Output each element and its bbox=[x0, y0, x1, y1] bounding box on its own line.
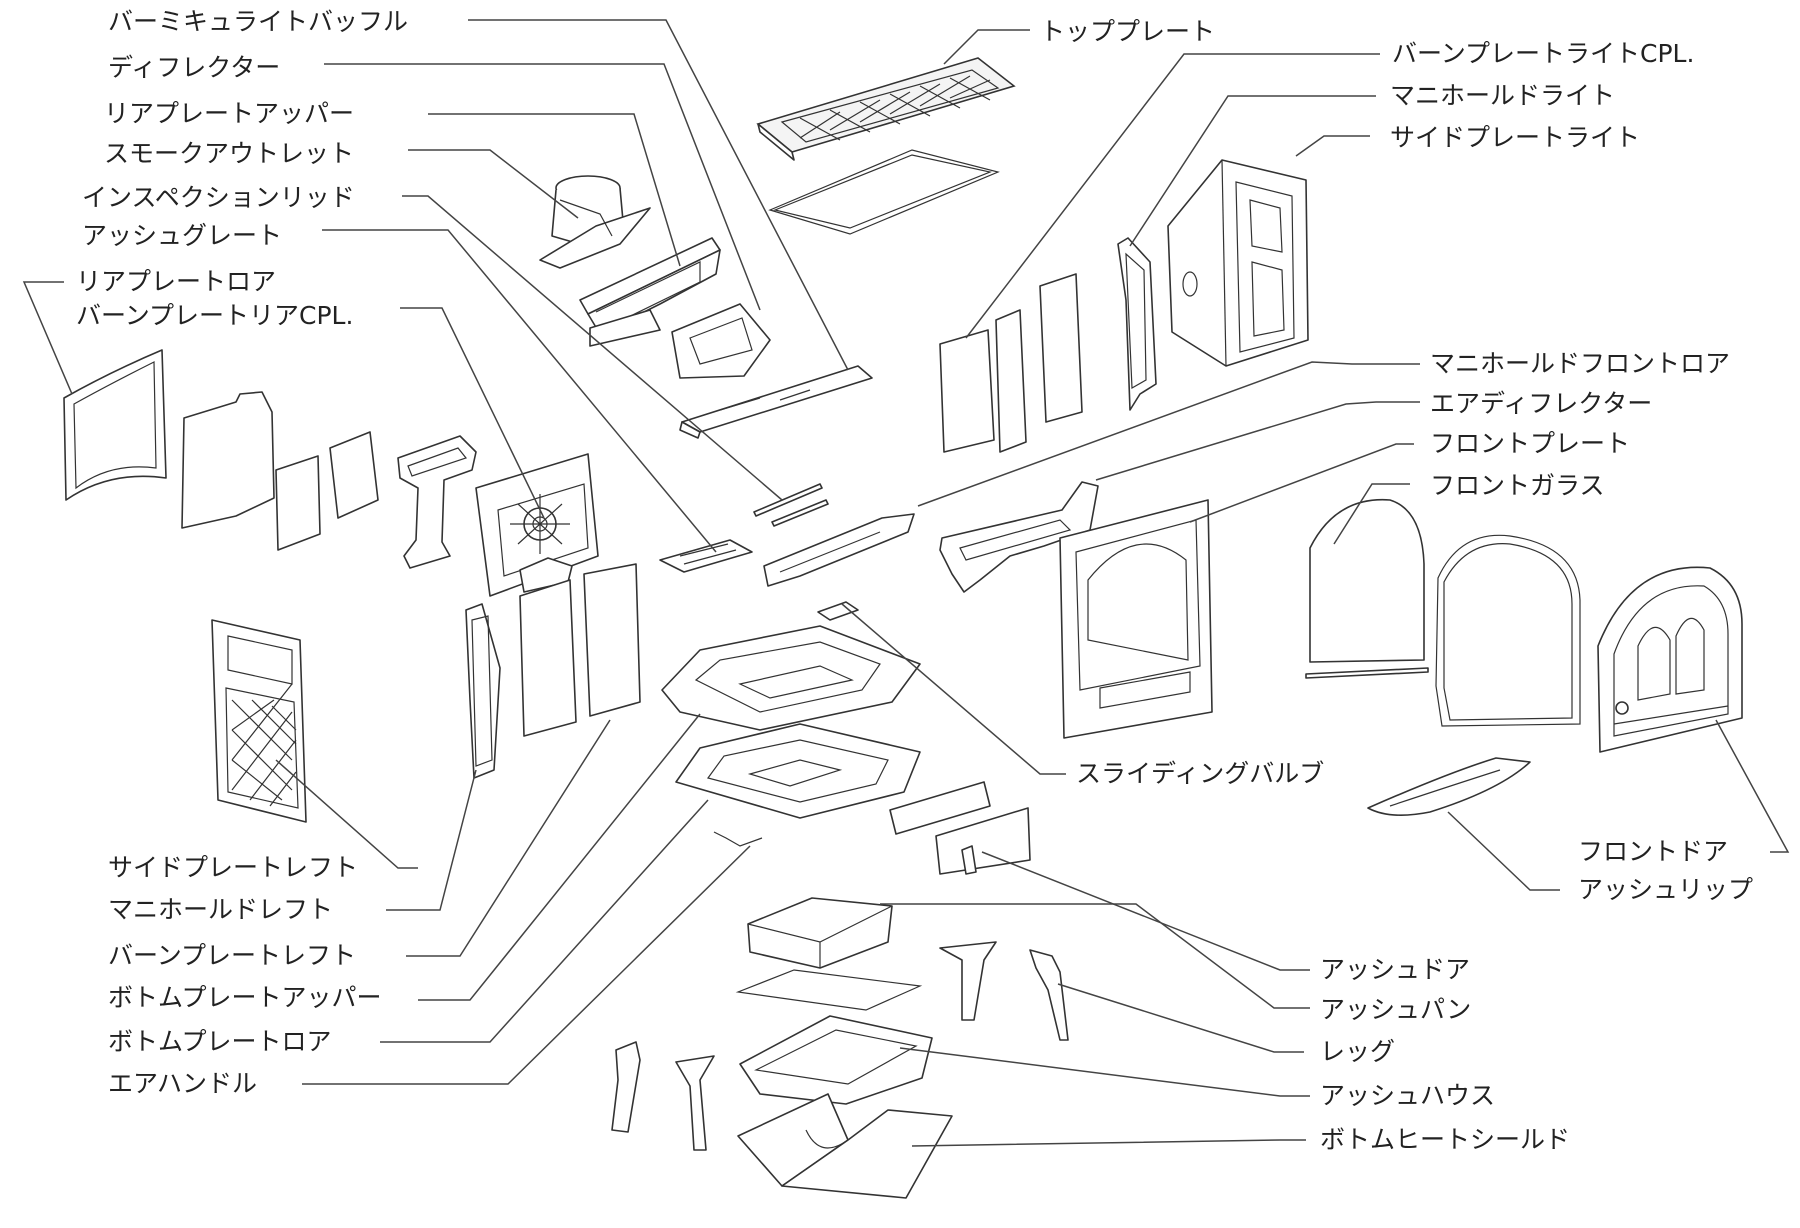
label-bottom-heat-shield: ボトムヒートシールド bbox=[1320, 1125, 1570, 1154]
label-manifold-left: マニホールドレフト bbox=[108, 895, 333, 924]
label-burn-plate-rear-cpl: バーンプレートリアCPL. bbox=[76, 301, 353, 330]
ash-pan-part bbox=[747, 897, 893, 969]
ash-pan-gasket-part bbox=[735, 969, 923, 1011]
side-plate-left-part bbox=[211, 619, 307, 823]
leader-lines bbox=[22, 19, 1790, 1147]
front-glass-part bbox=[1305, 498, 1429, 679]
label-air-deflector: エアディフレクター bbox=[1430, 389, 1652, 418]
bottom-plate-upper-part bbox=[661, 625, 921, 731]
deflector-part bbox=[671, 303, 771, 379]
air-handle-part bbox=[713, 831, 763, 847]
manifold-left-part bbox=[465, 603, 501, 779]
side-plate-right-part bbox=[1167, 159, 1309, 367]
label-rear-plate-lower: リアプレートロア bbox=[76, 267, 276, 296]
label-ash-pan: アッシュパン bbox=[1320, 995, 1471, 1024]
label-ash-house: アッシュハウス bbox=[1320, 1081, 1495, 1110]
label-rear-plate-upper: リアプレートアッパー bbox=[104, 99, 354, 128]
label-top-plate: トッププレート bbox=[1040, 17, 1215, 46]
inspection-lid-part bbox=[753, 483, 829, 527]
front-door-part bbox=[1597, 566, 1743, 753]
label-smoke-outlet: スモークアウトレット bbox=[104, 139, 354, 168]
front-gasket-part bbox=[1435, 534, 1581, 727]
label-front-door: フロントドア bbox=[1578, 837, 1728, 866]
manifold-front-lower-part bbox=[939, 481, 1099, 593]
ash-lip-part bbox=[1367, 757, 1531, 816]
vermiculite-baffle-part bbox=[679, 365, 873, 439]
label-leg: レッグ bbox=[1320, 1037, 1395, 1066]
label-manifold-front-lower: マニホールドフロントロア bbox=[1430, 349, 1730, 378]
label-manifold-right: マニホールドライト bbox=[1390, 81, 1615, 110]
label-ash-grate: アッシュグレート bbox=[82, 221, 282, 250]
bottom-heat-shield-part bbox=[737, 1093, 953, 1199]
bottom-plate-lower-part bbox=[675, 723, 921, 819]
burn-plate-right-part bbox=[939, 273, 1083, 453]
label-side-plate-right: サイドプレートライト bbox=[1390, 123, 1640, 152]
label-bottom-plate-upper: ボトムプレートアッパー bbox=[108, 983, 382, 1012]
rear-plate-lower-part bbox=[63, 349, 167, 501]
top-plate-part bbox=[756, 57, 1016, 161]
air-deflector-part bbox=[763, 513, 915, 587]
label-inspection-lid: インスペクションリッド bbox=[82, 183, 355, 212]
label-bottom-plate-lower: ボトムプレートロア bbox=[108, 1027, 332, 1056]
ash-house-part bbox=[739, 1015, 933, 1105]
top-plate-gasket-part bbox=[768, 149, 1000, 235]
label-ash-lip: アッシュリップ bbox=[1578, 875, 1753, 904]
sliding-valve-part bbox=[817, 601, 859, 621]
label-side-plate-left: サイドプレートレフト bbox=[108, 853, 358, 882]
smoke-outlet-part bbox=[539, 175, 651, 269]
label-front-glass: フロントガラス bbox=[1430, 471, 1605, 500]
label-sliding-valve: スライディングバルブ bbox=[1076, 759, 1324, 788]
label-ash-door: アッシュドア bbox=[1320, 955, 1470, 984]
label-vermiculite-baffle: バーミキュライトバッフル bbox=[108, 7, 408, 36]
callout-labels: バーミキュライトバッフル ディフレクター リアプレートアッパー スモークアウトレ… bbox=[76, 7, 1753, 1154]
label-deflector: ディフレクター bbox=[108, 53, 280, 82]
label-air-handle: エアハンドル bbox=[108, 1069, 257, 1098]
label-burn-plate-left: バーンプレートレフト bbox=[108, 941, 356, 970]
manifold-right-part bbox=[1117, 237, 1157, 411]
burn-plate-left-part bbox=[519, 563, 641, 737]
ash-grate-part bbox=[659, 539, 753, 573]
label-burn-plate-right-cpl: バーンプレートライトCPL. bbox=[1392, 39, 1694, 68]
label-front-plate: フロントプレート bbox=[1430, 429, 1630, 458]
rear-bricks-part bbox=[181, 391, 379, 551]
rear-plate-upper-part bbox=[579, 237, 721, 347]
ash-door-part bbox=[889, 781, 1031, 875]
front-plate-part bbox=[1059, 499, 1213, 739]
legs-part bbox=[611, 941, 1069, 1151]
burn-plate-rear-part bbox=[475, 453, 599, 597]
manifold-rear-part bbox=[397, 435, 477, 569]
